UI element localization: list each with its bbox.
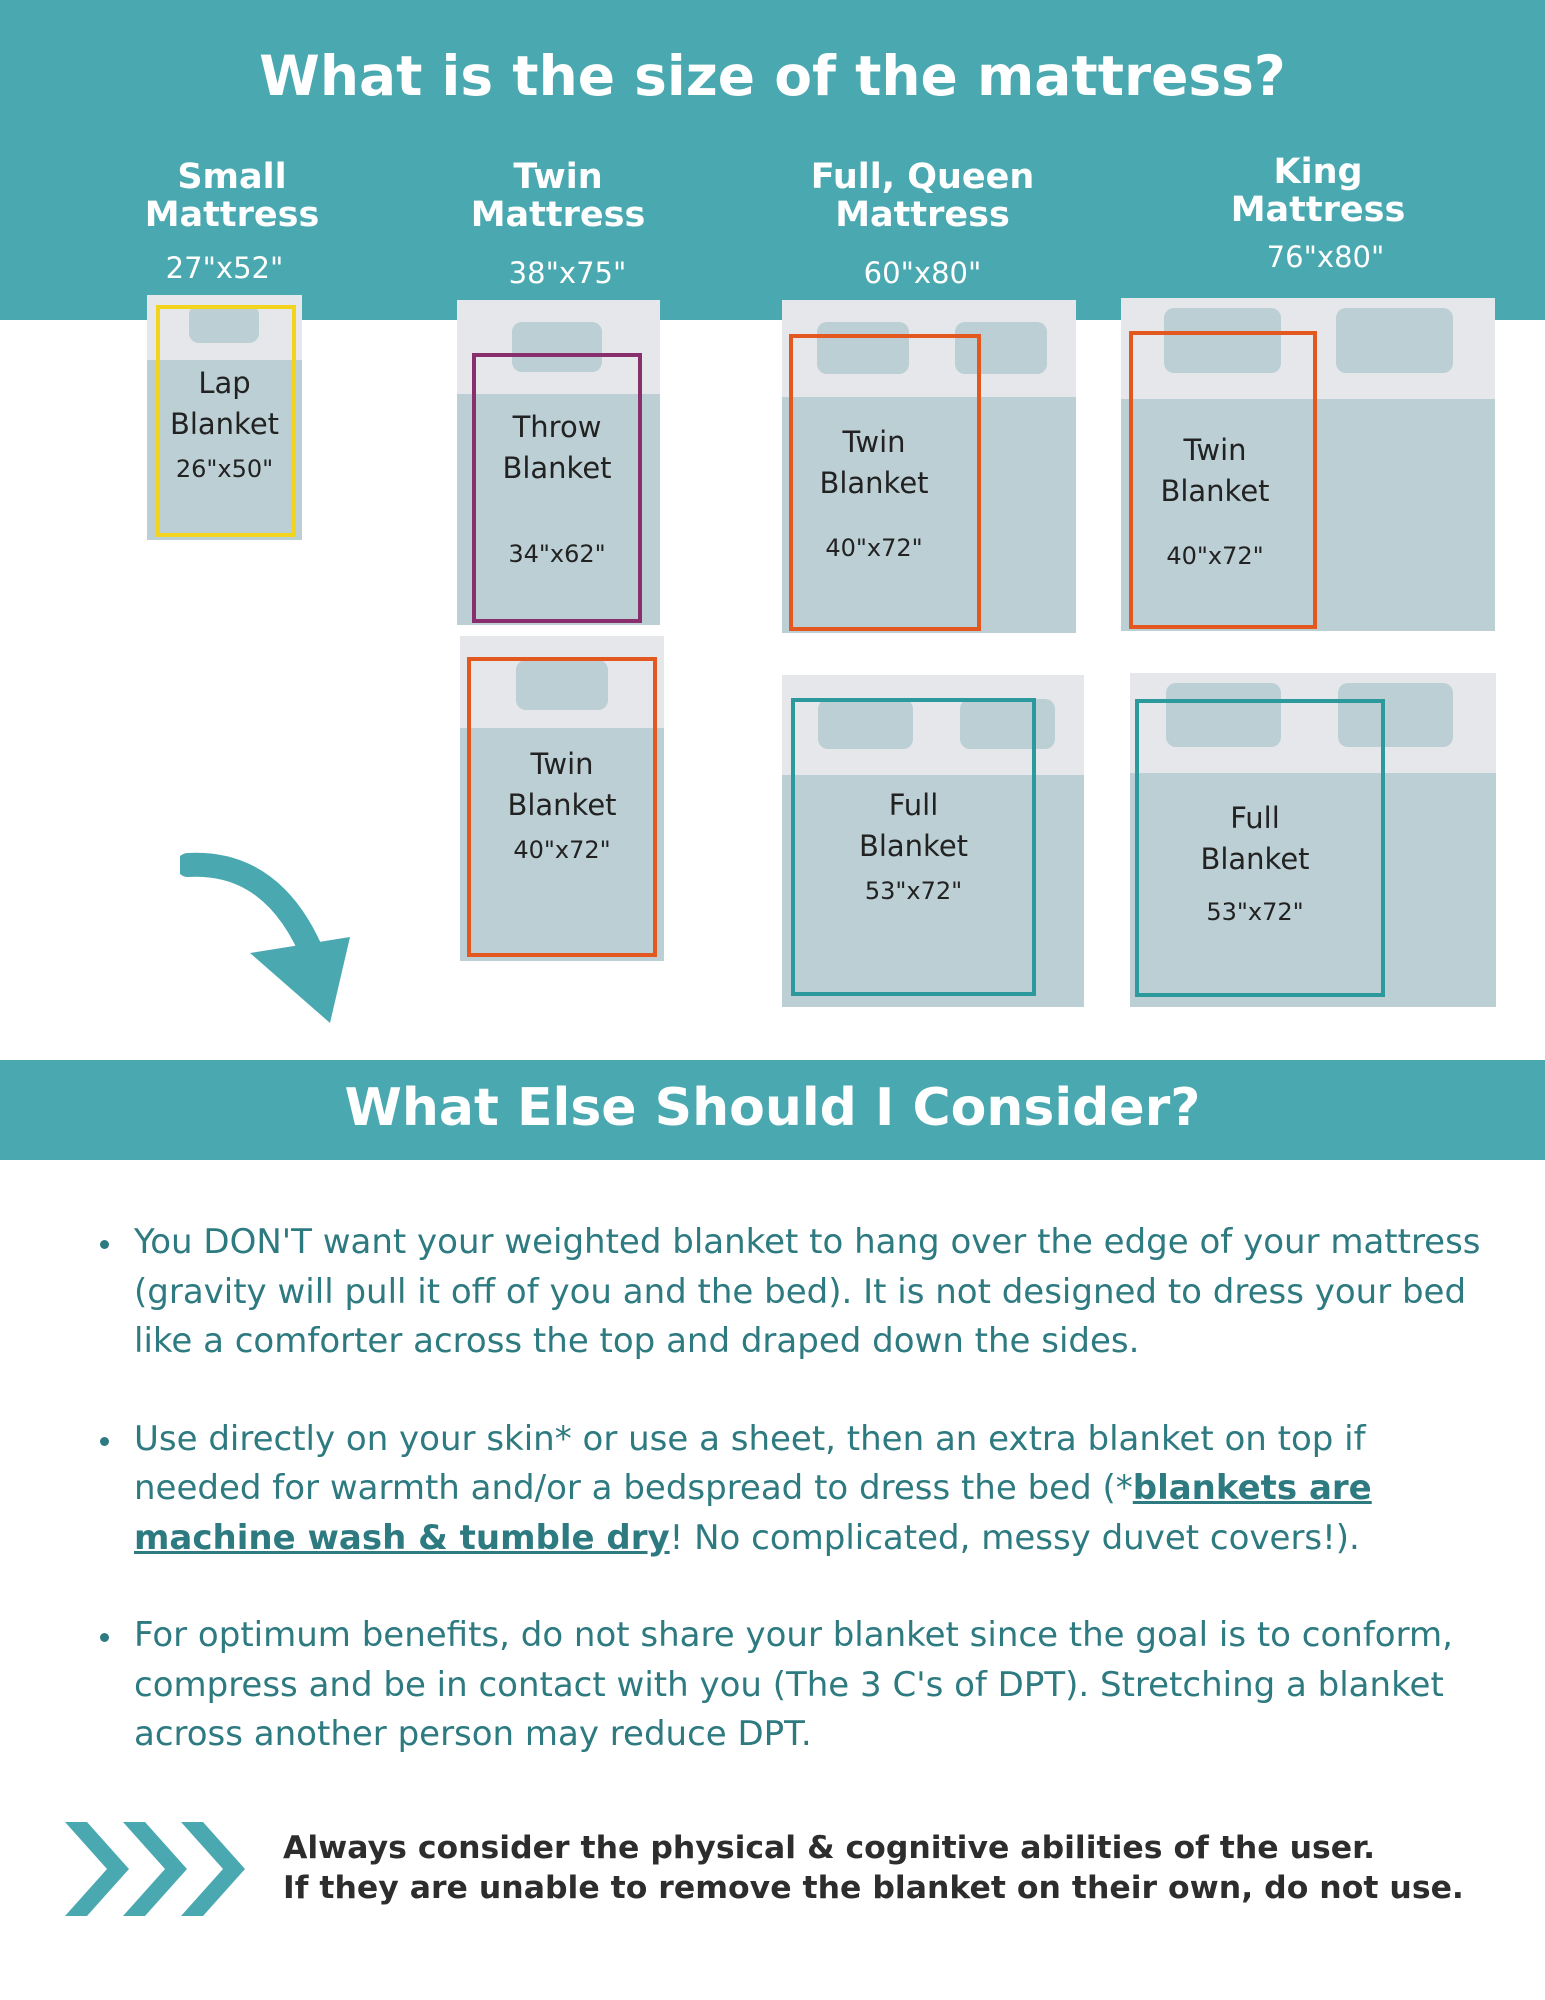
mattress-king-twin: Twin Blanket 40"x72"	[1121, 298, 1495, 631]
blanket-label-throw: Throw Blanket	[502, 410, 612, 485]
blanket-label-full-1: Full Blanket	[858, 788, 969, 863]
mattress-small: Lap Blanket 26"x50"	[147, 295, 302, 540]
bullet-dot	[100, 1240, 109, 1249]
bullet-text-3: For optimum benefits, do not share your …	[134, 1615, 1453, 1754]
column-size-full-queen: 60"x80"	[863, 256, 982, 290]
list-item: For optimum benefits, do not share your …	[100, 1611, 1500, 1760]
wash-care-link[interactable]: blankets are machine wash & tumble dry	[134, 1468, 1372, 1558]
safety-note-line-2: If they are unable to remove the blanket…	[283, 1870, 1464, 1906]
bullet-dot	[100, 1633, 109, 1642]
bullet-dot	[100, 1436, 109, 1446]
blanket-size-full-1: 53"x72"	[864, 877, 963, 905]
blanket-frame-full-1	[791, 698, 1036, 996]
safety-note: Always consider the physical & cognitive…	[283, 1828, 1523, 1908]
blanket-size-throw: 34"x62"	[508, 540, 606, 568]
column-name-twin: Twin Mattress	[470, 157, 646, 235]
page-title: What is the size of the mattress?	[259, 44, 1286, 108]
header-band	[0, 0, 1545, 320]
blanket-label-lap: Lap Blanket	[169, 366, 280, 441]
mattress-full-full: Full Blanket 53"x72"	[782, 675, 1084, 1007]
blanket-size-twin-3: 40"x72"	[1166, 542, 1264, 570]
mattress-twin-twin: Twin Blanket 40"x72"	[460, 636, 664, 961]
blanket-frame-twin-2	[789, 334, 981, 631]
list-item: Use directly on your skin* or use a shee…	[100, 1415, 1500, 1564]
blanket-frame-twin-1	[467, 657, 657, 957]
blanket-label-twin-1: Twin Blanket	[507, 747, 617, 822]
blanket-frame-lap	[156, 305, 296, 537]
triple-chevron-icon	[65, 1822, 245, 1916]
column-name-full-queen: Full, Queen Mattress	[810, 157, 1035, 235]
blanket-size-lap: 26"x50"	[175, 455, 274, 483]
bullet-text-2-post: ! No complicated, messy duvet covers!).	[669, 1517, 1360, 1558]
blanket-size-twin-2: 40"x72"	[825, 534, 923, 562]
consider-list: You DON'T want your weighted blanket to …	[100, 1218, 1500, 1808]
bullet-text-1: You DON'T want your weighted blanket to …	[134, 1222, 1481, 1361]
list-item: You DON'T want your weighted blanket to …	[100, 1218, 1500, 1367]
blanket-size-full-2: 53"x72"	[1206, 898, 1304, 926]
bullet-text-2-pre: Use directly on your skin* or use a shee…	[134, 1418, 1366, 1509]
column-size-king: 76"x80"	[1266, 240, 1385, 274]
safety-note-line-1: Always consider the physical & cognitive…	[283, 1830, 1376, 1866]
blanket-label-twin-3: Twin Blanket	[1160, 433, 1270, 508]
blanket-frame-throw	[472, 353, 642, 623]
column-name-small: Small Mattress	[144, 157, 320, 235]
mattress-king-full: Full Blanket 53"x72"	[1130, 673, 1496, 1007]
blanket-frame-twin-3	[1129, 331, 1317, 629]
column-size-twin: 38"x75"	[508, 256, 627, 290]
blanket-label-twin-2: Twin Blanket	[819, 425, 929, 500]
mattress-twin-throw: Throw Blanket 34"x62"	[457, 300, 660, 625]
column-name-king: King Mattress	[1230, 152, 1406, 230]
mattress-full-twin: Twin Blanket 40"x72"	[782, 300, 1076, 633]
consider-title: What Else Should I Consider?	[344, 1078, 1201, 1138]
column-size-small: 27"x52"	[165, 251, 284, 285]
blanket-frame-full-2	[1135, 699, 1385, 997]
blanket-label-full-2: Full Blanket	[1200, 801, 1310, 876]
blanket-size-twin-1: 40"x72"	[513, 836, 611, 864]
curved-arrow-icon	[180, 852, 350, 1023]
consider-band	[0, 1060, 1545, 1160]
